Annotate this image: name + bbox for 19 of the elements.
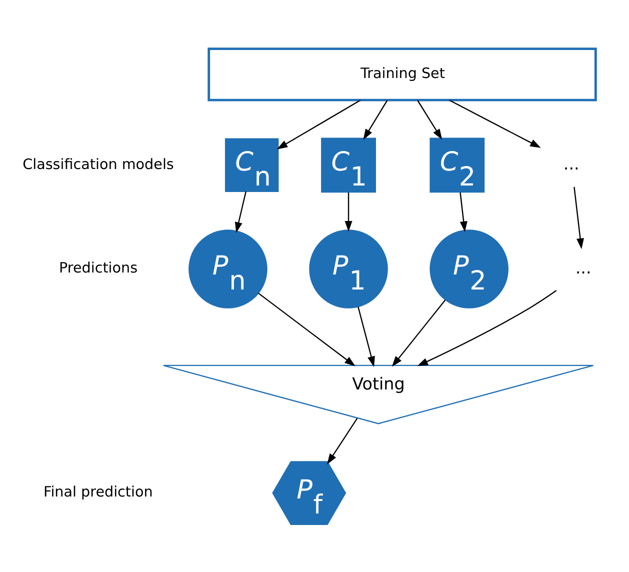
node-text: ... xyxy=(563,153,580,174)
arrow xyxy=(358,306,375,367)
arrow xyxy=(417,99,442,140)
arrow xyxy=(460,192,468,232)
label: Predictions xyxy=(59,260,138,276)
arrow xyxy=(234,190,246,232)
node-text: ... xyxy=(575,256,592,277)
arrow xyxy=(574,186,584,249)
arrow xyxy=(258,292,356,366)
arrow xyxy=(363,99,388,140)
arrow xyxy=(449,99,541,148)
arrow xyxy=(327,418,358,464)
arrow xyxy=(276,99,361,149)
node-box: Training Set xyxy=(208,47,597,101)
label: Classification models xyxy=(22,156,174,172)
arrow xyxy=(392,299,446,366)
label: Final prediction xyxy=(44,484,153,500)
arrow xyxy=(344,192,352,232)
arrow xyxy=(417,290,557,366)
